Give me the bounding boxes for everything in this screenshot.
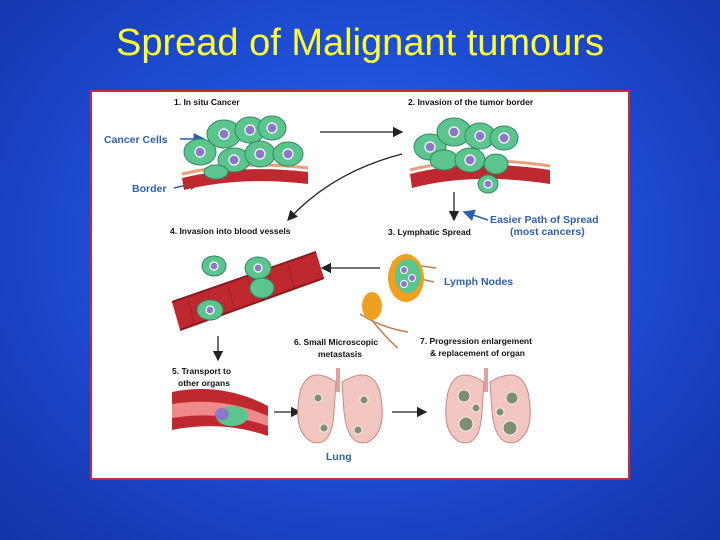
lung-label: Lung: [326, 451, 352, 463]
lymph-nodes-label: Lymph Nodes: [444, 276, 513, 288]
step-6-label-line2: metastasis: [318, 349, 362, 359]
easier-path-label-line2: (most cancers): [510, 226, 585, 238]
step-5-label-line1: 5. Transport to: [172, 366, 231, 376]
border-invasion-illustration: [410, 118, 550, 193]
step-7-label-line2: & replacement of organ: [430, 348, 525, 358]
step-5-label-line2: other organs: [178, 378, 230, 388]
in-situ-cancer-illustration: [182, 116, 308, 190]
step-1-label: 1. In situ Cancer: [174, 97, 240, 107]
step-4-label: 4. Invasion into blood vessels: [170, 226, 291, 236]
blood-vessel-illustration: [172, 252, 324, 330]
transport-illustration: [172, 389, 268, 436]
easier-path-label-line1: Easier Path of Spread: [490, 214, 599, 226]
step-3-label: 3. Lymphatic Spread: [388, 227, 471, 237]
border-label: Border: [132, 183, 166, 195]
arrow-2-to-4: [288, 154, 402, 220]
step-2-label: 2. Invasion of the tumor border: [408, 97, 534, 107]
lung-progression-illustration: [446, 368, 531, 443]
easier-path-pointer: [464, 212, 488, 220]
metastasis-diagram: 1. In situ Cancer 2. Invasion of the tum…: [90, 90, 630, 480]
cancer-cells-label: Cancer Cells: [104, 134, 168, 146]
step-7-label-line1: 7. Progression enlargement: [420, 336, 532, 346]
diagram-canvas: 1. In situ Cancer 2. Invasion of the tum…: [92, 92, 628, 478]
lung-micrometastasis-illustration: [298, 368, 383, 443]
step-6-label-line1: 6. Small Microscopic: [294, 337, 378, 347]
slide-title: Spread of Malignant tumours: [0, 22, 720, 65]
